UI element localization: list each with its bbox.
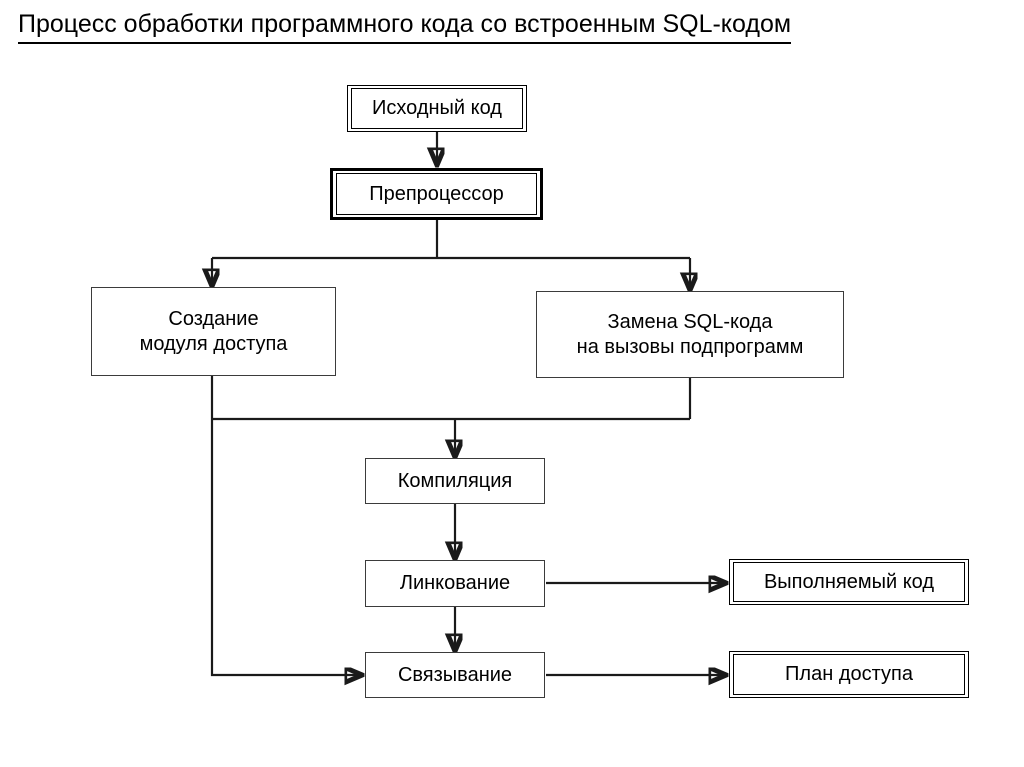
node-access-plan[interactable]: План доступа	[729, 651, 969, 698]
node-create-access-module[interactable]: Создание модуля доступа	[91, 287, 336, 376]
node-source-code-inner: Исходный код	[351, 88, 523, 129]
node-preprocessor-inner: Препроцессор	[336, 173, 537, 215]
node-sql-replacement-label-line2: на вызовы подпрограмм	[576, 335, 804, 358]
node-compilation[interactable]: Компиляция	[365, 458, 545, 504]
node-executable-code-label: Выполняемый код	[763, 570, 935, 593]
node-preprocessor[interactable]: Препроцессор	[330, 168, 543, 220]
node-binding[interactable]: Связывание	[365, 652, 545, 698]
node-compilation-label: Компиляция	[397, 469, 513, 492]
node-binding-label: Связывание	[397, 663, 513, 686]
page-title-text: Процесс обработки программного кода со в…	[18, 8, 792, 44]
node-linking[interactable]: Линкование	[365, 560, 545, 607]
node-access-plan-inner: План доступа	[733, 654, 965, 695]
node-sql-replacement[interactable]: Замена SQL-кода на вызовы подпрограмм	[536, 291, 844, 378]
node-linking-label: Линкование	[399, 572, 511, 594]
node-source-code-label: Исходный код	[372, 97, 502, 119]
node-executable-code-inner: Выполняемый код	[733, 562, 965, 602]
node-executable-code[interactable]: Выполняемый код	[729, 559, 969, 605]
node-source-code[interactable]: Исходный код	[347, 85, 527, 132]
node-create-access-module-label-line2: модуля доступа	[139, 332, 288, 355]
node-create-access-module-label-line1: Создание	[168, 307, 259, 330]
node-sql-replacement-label-line1: Замена SQL-кода	[607, 310, 773, 333]
node-access-plan-label: План доступа	[785, 663, 913, 685]
edge-access-to-bind	[210, 419, 361, 675]
node-preprocessor-label: Препроцессор	[369, 182, 504, 205]
page-title: Процесс обработки программного кода со в…	[18, 8, 1006, 44]
